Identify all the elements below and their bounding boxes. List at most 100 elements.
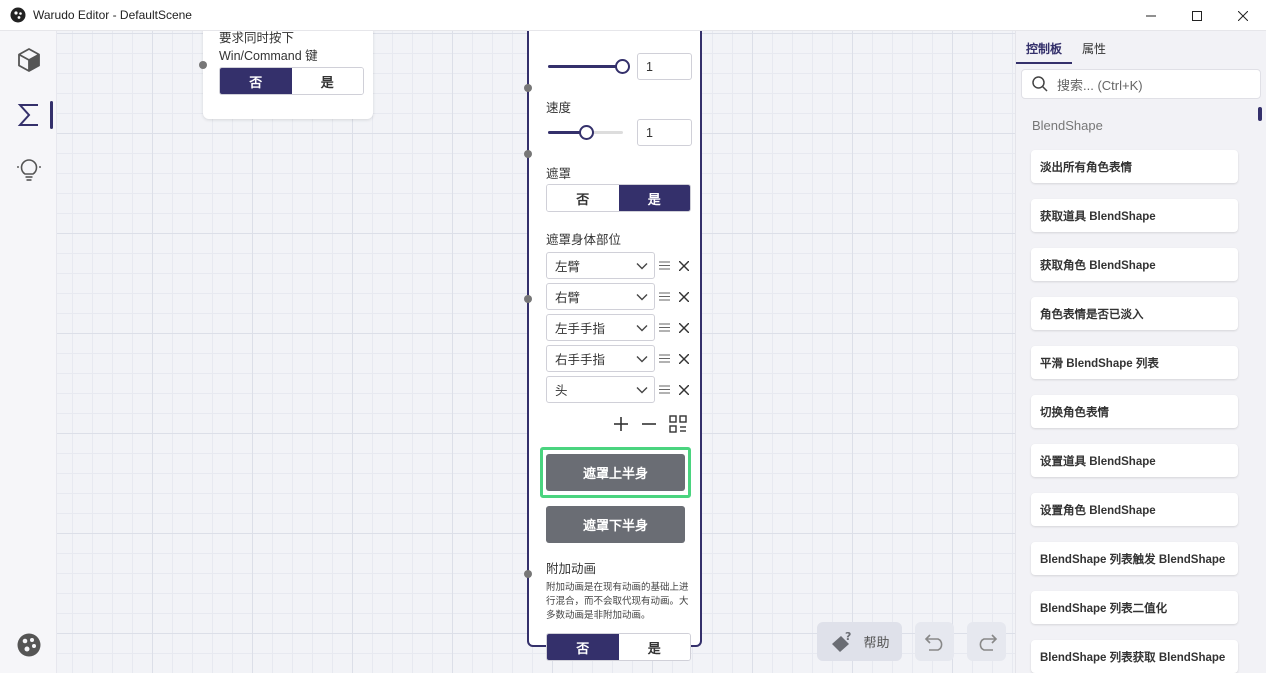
lightbulb-icon <box>16 159 41 181</box>
add-icon[interactable] <box>614 417 628 431</box>
search-input[interactable]: 搜索... (Ctrl+K) <box>1021 69 1261 99</box>
input-port[interactable] <box>524 295 532 303</box>
node-list-item[interactable]: 获取道具 BlendShape <box>1031 199 1238 232</box>
speed-slider-knob[interactable] <box>579 125 594 140</box>
redo-button[interactable] <box>967 622 1006 661</box>
mask-toggle: 否 是 <box>546 184 691 212</box>
app-logo-icon <box>10 7 26 23</box>
tab-properties[interactable]: 属性 <box>1082 42 1107 56</box>
nav-tips-button[interactable] <box>0 145 57 195</box>
help-button[interactable]: ? 帮助 <box>817 622 902 661</box>
close-icon <box>1238 10 1248 21</box>
drag-handle-icon[interactable] <box>659 260 670 271</box>
scrollbar-thumb[interactable] <box>1258 107 1262 121</box>
node-list-item[interactable]: 淡出所有角色表情 <box>1031 150 1238 183</box>
additive-yes-option[interactable]: 是 <box>618 634 690 660</box>
body-part-dropdown[interactable]: 左手手指 <box>546 314 655 341</box>
palette-icon <box>17 633 40 657</box>
mask-no-option[interactable]: 否 <box>547 185 619 211</box>
node-list-item[interactable]: BlendShape 列表获取 BlendShape <box>1031 640 1238 673</box>
remove-icon[interactable] <box>679 260 689 271</box>
body-part-value: 左臂 <box>555 260 581 274</box>
remove-icon[interactable] <box>679 384 689 395</box>
node-play-animation[interactable]: 1 速度 1 遮罩 否 是 遮罩身体部位 左臂 右臂 左手 <box>527 31 702 661</box>
nav-scene-button[interactable] <box>0 35 57 85</box>
chevron-down-icon <box>636 387 648 394</box>
additive-no-option[interactable]: 否 <box>547 634 619 660</box>
top-slider-track[interactable] <box>548 65 623 68</box>
node-list-item[interactable]: 设置道具 BlendShape <box>1031 444 1238 477</box>
top-slider-knob[interactable] <box>615 59 630 74</box>
chevron-down-icon <box>636 325 648 332</box>
node-hotkey[interactable]: 要求同时按下 Win/Command 键 否 是 <box>203 31 373 119</box>
speed-slider-fill <box>548 131 586 134</box>
input-port[interactable] <box>524 150 532 158</box>
hotkey-label-line2: Win/Command 键 <box>219 49 318 63</box>
drag-handle-icon[interactable] <box>659 353 670 364</box>
right-panel: 控制板 属性 搜索... (Ctrl+K) BlendShape 淡出所有角色表… <box>1015 31 1266 673</box>
remove-icon[interactable] <box>679 291 689 302</box>
toggle-no-option[interactable]: 否 <box>220 68 292 94</box>
blueprint-canvas[interactable]: 要求同时按下 Win/Command 键 否 是 1 速度 1 遮罩 否 是 遮… <box>57 31 1015 673</box>
drag-handle-icon[interactable] <box>659 291 670 302</box>
input-port[interactable] <box>524 570 532 578</box>
drag-handle-icon[interactable] <box>659 384 670 395</box>
body-part-value: 头 <box>555 384 568 398</box>
body-part-value: 右臂 <box>555 291 581 305</box>
body-part-value: 左手手指 <box>555 322 606 336</box>
focus-highlight <box>540 447 691 498</box>
body-part-dropdown[interactable]: 右臂 <box>546 283 655 310</box>
node-list-item[interactable]: 角色表情是否已淡入 <box>1031 297 1238 330</box>
nav-active-indicator <box>50 101 53 129</box>
nav-blueprint-button[interactable] <box>0 90 57 140</box>
hotkey-label: 要求同时按下 Win/Command 键 <box>219 31 318 65</box>
minimize-icon <box>1146 15 1156 16</box>
chevron-down-icon <box>636 263 648 270</box>
speed-number-input[interactable]: 1 <box>637 119 692 146</box>
body-part-dropdown[interactable]: 右手手指 <box>546 345 655 372</box>
top-slider-fill <box>548 65 623 68</box>
mask-yes-option[interactable]: 是 <box>618 185 690 211</box>
left-nav <box>0 31 57 673</box>
node-list-item[interactable]: 获取角色 BlendShape <box>1031 248 1238 281</box>
nav-theme-button[interactable] <box>0 620 57 670</box>
node-list-item[interactable]: 平滑 BlendShape 列表 <box>1031 346 1238 379</box>
body-part-value: 右手手指 <box>555 353 606 367</box>
additive-description: 附加动画是在现有动画的基础上进行混合，而不会取代现有动画。大多数动画是非附加动画… <box>546 582 689 621</box>
body-part-dropdown[interactable]: 头 <box>546 376 655 403</box>
title-bar: Warudo Editor - DefaultScene <box>0 0 1266 31</box>
hotkey-label-line1: 要求同时按下 <box>219 31 295 45</box>
additive-label: 附加动画 <box>546 562 597 576</box>
node-list-item[interactable]: 设置角色 BlendShape <box>1031 493 1238 526</box>
input-port[interactable] <box>199 61 207 69</box>
top-number-input[interactable]: 1 <box>637 53 692 80</box>
svg-text:?: ? <box>845 630 851 643</box>
mask-lower-body-button[interactable]: 遮罩下半身 <box>546 506 685 543</box>
input-port[interactable] <box>524 84 532 92</box>
node-list-item[interactable]: BlendShape 列表二值化 <box>1031 591 1238 624</box>
close-window-button[interactable] <box>1220 0 1266 31</box>
redo-icon <box>979 633 997 651</box>
drag-handle-icon[interactable] <box>659 322 670 333</box>
toggle-yes-option[interactable]: 是 <box>291 68 363 94</box>
help-label: 帮助 <box>863 635 890 650</box>
body-part-dropdown[interactable]: 左臂 <box>546 252 655 279</box>
remove-icon[interactable] <box>679 322 689 333</box>
section-heading: BlendShape <box>1032 118 1103 133</box>
node-list-item[interactable]: 切换角色表情 <box>1031 395 1238 428</box>
cube-icon <box>17 48 40 72</box>
help-book-icon: ? <box>832 630 852 652</box>
mask-label: 遮罩 <box>546 167 572 181</box>
node-list-item[interactable]: BlendShape 列表触发 BlendShape <box>1031 542 1238 575</box>
grid-icon[interactable] <box>669 415 687 433</box>
minus-icon[interactable] <box>642 417 656 431</box>
minimize-button[interactable] <box>1128 0 1174 31</box>
remove-icon[interactable] <box>679 353 689 364</box>
chevron-down-icon <box>636 294 648 301</box>
tab-control-panel[interactable]: 控制板 <box>1016 31 1073 64</box>
search-placeholder: 搜索... (Ctrl+K) <box>1057 77 1143 93</box>
undo-button[interactable] <box>915 622 954 661</box>
maximize-button[interactable] <box>1174 0 1220 31</box>
chevron-down-icon <box>636 356 648 363</box>
mask-upper-body-button[interactable]: 遮罩上半身 <box>546 454 685 491</box>
